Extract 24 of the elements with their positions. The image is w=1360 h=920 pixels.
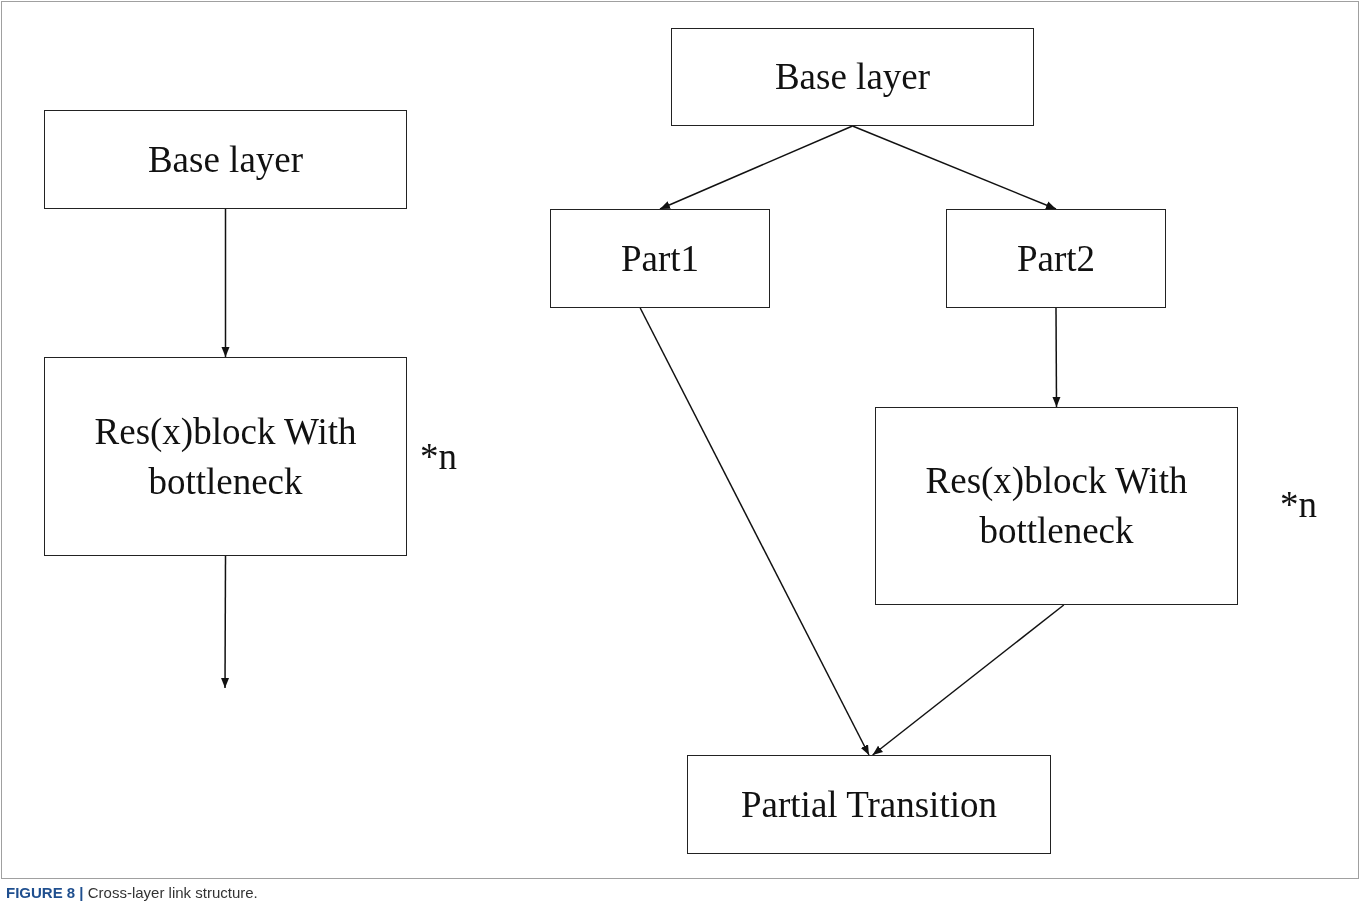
process-box: [44, 357, 407, 556]
process-box: [550, 209, 770, 308]
arrow: [221, 208, 230, 358]
process-box: [875, 407, 1238, 605]
process-box: [671, 28, 1034, 126]
box-label: Partial Transition: [741, 782, 997, 827]
arrow: [221, 555, 230, 689]
box-label: Base layer: [774, 55, 931, 100]
repeat-label: *n: [420, 435, 457, 478]
process-box: [44, 110, 407, 209]
box-label: Res(x)block With bottleneck: [924, 459, 1189, 553]
box-label: Base layer: [147, 137, 304, 182]
arrow: [1052, 307, 1061, 408]
process-box: [946, 209, 1166, 308]
arrow: [871, 604, 1065, 756]
repeat-label: *n: [1280, 483, 1317, 526]
arrow: [851, 125, 1057, 210]
box-label: Part1: [620, 236, 700, 281]
figure-caption: FIGURE 8 | Cross-layer link structure.: [6, 884, 258, 901]
process-box: [687, 755, 1051, 854]
box-label: Res(x)block With bottleneck: [93, 409, 358, 504]
arrow: [639, 307, 870, 756]
arrow: [659, 125, 854, 210]
box-label: Part2: [1016, 236, 1096, 281]
